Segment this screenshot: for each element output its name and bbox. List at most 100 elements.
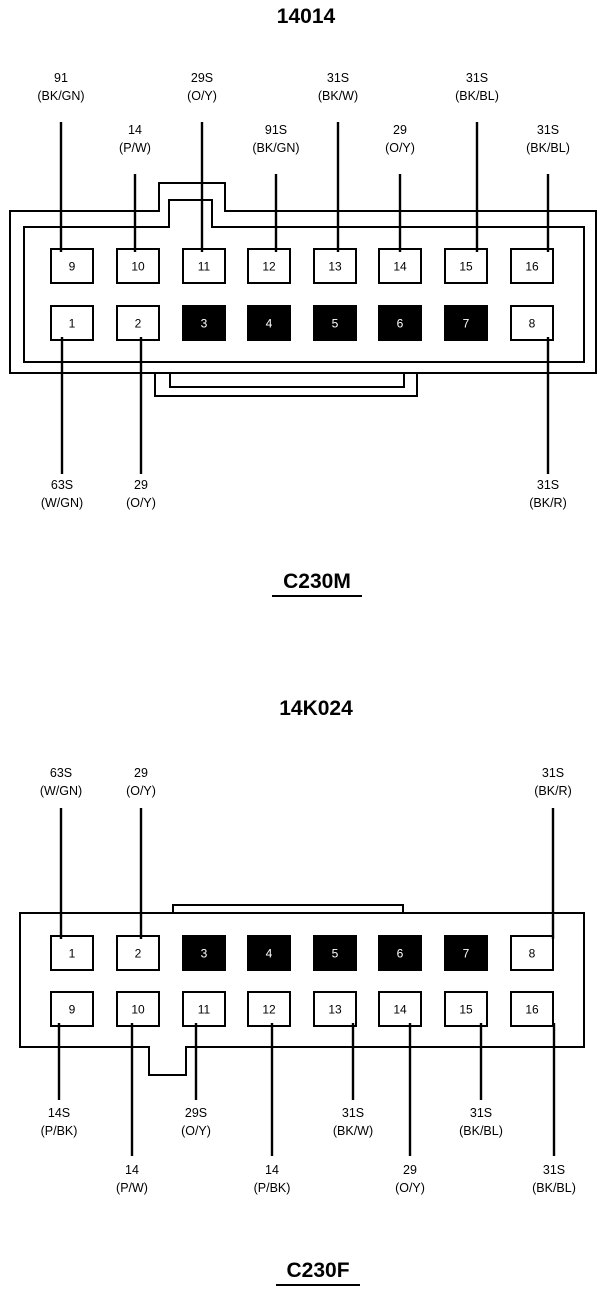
wire-color-code: (BK/R): [529, 496, 567, 510]
pin-4: 4: [247, 305, 291, 341]
blocked-cavity: [444, 305, 488, 341]
blocked-cavity: [247, 305, 291, 341]
wire-pin-15: 31S (BK/BL): [455, 71, 499, 252]
wire-pin-12: 91S (BK/GN): [252, 123, 300, 252]
pin-7: 7: [444, 935, 488, 971]
wire-color-code: (P/W): [119, 141, 151, 155]
pin-13: 13: [313, 248, 357, 284]
pin-number: 16: [525, 260, 539, 274]
pin-cavity: [510, 248, 554, 284]
pin-11: 11: [182, 248, 226, 284]
wire-pin-8: 31S(BK/R): [529, 337, 567, 510]
pin-9: 9: [50, 991, 94, 1027]
wire-pin-14: 29(O/Y): [385, 123, 415, 252]
pin-number: 3: [201, 947, 208, 961]
wire-color-code: (O/Y): [126, 784, 156, 798]
pin-5: 5: [313, 935, 357, 971]
blocked-cavity: [444, 935, 488, 971]
pin-3: 3: [182, 305, 226, 341]
circuit-number: 29: [403, 1163, 417, 1177]
pin-number: 10: [131, 1003, 145, 1017]
pin-cavity: [50, 991, 94, 1027]
wire-color-code: (BK/R): [534, 784, 572, 798]
wire-color-code: (BK/BL): [532, 1181, 576, 1195]
wire-color-code: (P/W): [116, 1181, 148, 1195]
wire-color-code: (BK/BL): [459, 1124, 503, 1138]
pin-cavity: [50, 935, 94, 971]
wire-color-code: (O/Y): [385, 141, 415, 155]
circuit-number: 31S: [542, 766, 564, 780]
circuit-number: 14: [128, 123, 142, 137]
wire-color-code: (BK/BL): [455, 89, 499, 103]
top-part-number: 14014: [277, 5, 336, 28]
pin-12: 12: [247, 248, 291, 284]
wire-color-code: (BK/BL): [526, 141, 570, 155]
wire-pin-9: 91(BK/GN): [37, 71, 85, 252]
circuit-number: 31S: [470, 1106, 492, 1120]
pin-number: 9: [69, 1003, 76, 1017]
pin-cavity: [378, 991, 422, 1027]
wire-pin-9: 14S (P/BK): [41, 1023, 78, 1138]
bottom-wires: 63S(W/GN) 29 (O/Y) 31S (BK/R) 14S (P/BK) 14 (P/W…: [40, 766, 576, 1195]
pin-number: 15: [459, 260, 473, 274]
pin-number: 10: [131, 260, 145, 274]
pin-1: 1: [50, 935, 94, 971]
pin-cavity: [510, 991, 554, 1027]
circuit-number: 31S: [466, 71, 488, 85]
wire-pin-16: 31S (BK/BL): [532, 1023, 576, 1195]
wire-pin-13: 31S (BK/W): [333, 1023, 373, 1138]
circuit-number: 91: [54, 71, 68, 85]
wire-pin-8: 31S (BK/R): [534, 766, 572, 939]
pin-12: 12: [247, 991, 291, 1027]
pin-number: 14: [393, 260, 407, 274]
wire-color-code: (O/Y): [187, 89, 217, 103]
wire-pin-11: 29S (O/Y): [187, 71, 217, 252]
circuit-number: 31S: [537, 123, 559, 137]
pin-8: 8: [510, 305, 554, 341]
pin-cavity: [444, 991, 488, 1027]
pin-number: 11: [198, 1003, 211, 1017]
wire-color-code: (BK/W): [318, 89, 358, 103]
pin-cavity: [116, 305, 160, 341]
pin-cavity: [247, 248, 291, 284]
pin-8: 8: [510, 935, 554, 971]
pin-14: 14: [378, 991, 422, 1027]
pin-number: 12: [262, 260, 276, 274]
pin-number: 6: [397, 947, 404, 961]
bottom-connector-id: C230F: [286, 1259, 349, 1282]
circuit-number: 63S: [51, 478, 73, 492]
wire-pin-16: 31S (BK/BL): [526, 123, 570, 252]
pin-15: 15: [444, 991, 488, 1027]
circuit-number: 91S: [265, 123, 287, 137]
wire-color-code: (BK/W): [333, 1124, 373, 1138]
wire-color-code: (P/BK): [41, 1124, 78, 1138]
wire-pin-1: 63S(W/GN): [40, 766, 82, 939]
pin-number: 7: [463, 947, 470, 961]
pin-number: 11: [198, 260, 211, 274]
circuit-number: 31S: [543, 1163, 565, 1177]
circuit-number: 29: [134, 478, 148, 492]
circuit-number: 31S: [342, 1106, 364, 1120]
wire-color-code: (W/GN): [40, 784, 82, 798]
wire-color-code: (BK/GN): [252, 141, 299, 155]
pin-number: 14: [393, 1003, 407, 1017]
pin-6: 6: [378, 935, 422, 971]
circuit-number: 14S: [48, 1106, 70, 1120]
circuit-number: 29: [134, 766, 148, 780]
pin-11: 11: [182, 991, 226, 1027]
pin-cavity: [116, 248, 160, 284]
bottom-part-number: 14K024: [279, 697, 353, 720]
wire-color-code: (O/Y): [126, 496, 156, 510]
blocked-cavity: [247, 935, 291, 971]
pin-number: 2: [135, 317, 142, 331]
blocked-cavity: [378, 305, 422, 341]
pin-cavity: [50, 248, 94, 284]
blocked-cavity: [182, 935, 226, 971]
pin-2: 2: [116, 305, 160, 341]
pin-10: 10: [116, 991, 160, 1027]
circuit-number: 29S: [191, 71, 213, 85]
wire-pin-10: 14 (P/W): [119, 123, 151, 252]
